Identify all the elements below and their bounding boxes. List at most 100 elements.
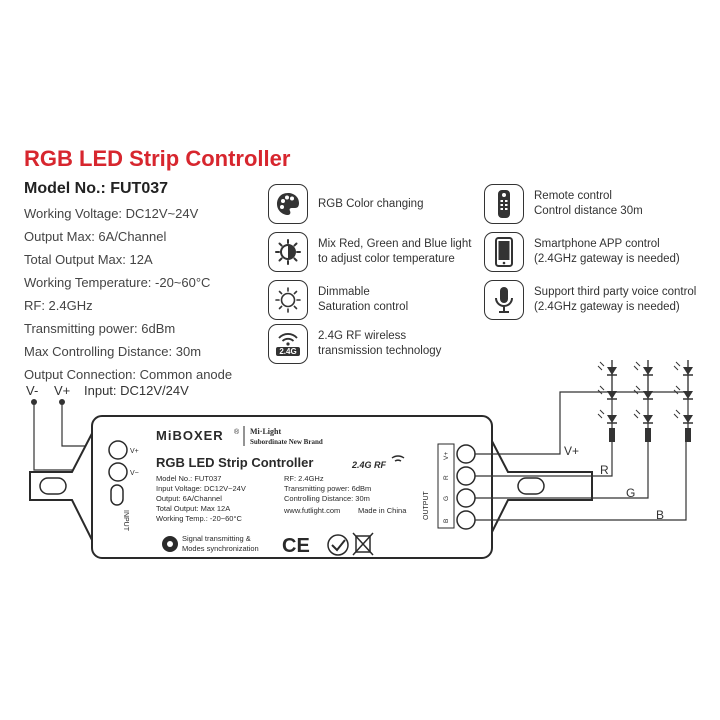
spec-line: Output Connection: Common anode bbox=[24, 367, 233, 382]
led-light-ray bbox=[675, 385, 681, 391]
b-out-wire bbox=[475, 440, 687, 521]
mount-hole-right bbox=[517, 477, 545, 495]
feature-line: (2.4GHz gateway is needed) bbox=[534, 253, 680, 265]
led-light-ray bbox=[599, 409, 605, 415]
led-light-ray bbox=[599, 385, 605, 391]
led-diode-icon bbox=[643, 391, 653, 399]
led-light-ray bbox=[673, 365, 679, 371]
feature-line: to adjust color temperature bbox=[318, 253, 455, 265]
input-terminal-vminus bbox=[108, 462, 128, 482]
feature-line: RGB Color changing bbox=[318, 197, 424, 210]
signal-note: Signal transmitting & bbox=[182, 534, 251, 543]
controller-body bbox=[91, 415, 493, 559]
feature-rf-wireless: 2.4G 2.4G RF wireless transmission techn… bbox=[268, 324, 441, 364]
r-out-wire bbox=[475, 440, 613, 477]
feature-rgb-color: RGB Color changing bbox=[268, 184, 423, 224]
page-title: RGB LED Strip Controller bbox=[24, 146, 291, 171]
feature-color-temp: Mix Red, Green and Blue light to adjust … bbox=[268, 232, 471, 272]
output-terminal-vplus bbox=[456, 444, 476, 464]
led-diode-icon bbox=[607, 415, 617, 423]
led-diode-icon bbox=[643, 415, 653, 423]
input-terminal-vplus bbox=[108, 440, 128, 460]
signal-note: Modes synchronization bbox=[182, 544, 259, 553]
device-made-in: Made in China bbox=[358, 506, 407, 515]
led-diode-icon bbox=[643, 367, 653, 375]
led-strings bbox=[597, 360, 693, 442]
model-number: Model No.: FUT037 bbox=[24, 180, 169, 197]
output-vertical-label: OUTPUT bbox=[423, 491, 430, 521]
checkmark-compliance-icon bbox=[327, 534, 349, 556]
spec-line: Total Output Max: 12A bbox=[24, 252, 153, 267]
sub-brand: Mi·Light bbox=[250, 427, 281, 436]
device-spec: Output: 6A/Channel bbox=[156, 494, 222, 503]
led-diode-icon bbox=[683, 415, 693, 423]
led-diode-icon bbox=[683, 367, 693, 375]
device-spec: Working Temp.: -20~60°C bbox=[156, 514, 242, 523]
pair-button bbox=[110, 484, 124, 506]
resistor-icon bbox=[645, 428, 651, 442]
feature-line: Support third party voice control bbox=[534, 286, 697, 298]
led-light-ray bbox=[635, 385, 641, 391]
term-label-vminus: V− bbox=[130, 470, 139, 477]
led-light-ray bbox=[675, 361, 681, 367]
ce-mark: CE bbox=[282, 535, 310, 557]
led-light-ray bbox=[635, 409, 641, 415]
device-spec: Input Voltage: DC12V~24V bbox=[156, 484, 246, 493]
output-terminal-r bbox=[456, 466, 476, 486]
mount-hole-left bbox=[39, 477, 67, 495]
microphone-icon bbox=[484, 280, 524, 320]
palette-icon bbox=[268, 184, 308, 224]
led-light-ray bbox=[599, 361, 605, 367]
wifi-2-4g-icon: 2.4G bbox=[268, 324, 308, 364]
sub-brand-tag: Subordinate New Brand bbox=[250, 438, 323, 446]
out-label-b: B bbox=[656, 508, 664, 522]
label-input-voltage: Input: DC12V/24V bbox=[84, 383, 189, 398]
feature-dimmable: Dimmable Saturation control bbox=[268, 280, 408, 320]
spec-line: Transmitting power: 6dBm bbox=[24, 321, 176, 336]
label-v-minus: V- bbox=[26, 383, 38, 398]
vplus-out-wire bbox=[475, 360, 689, 455]
input-vertical-label: INPUT bbox=[122, 510, 129, 532]
feature-line: Saturation control bbox=[318, 301, 409, 313]
led-light-ray bbox=[633, 365, 639, 371]
v-plus-terminal-dot bbox=[59, 399, 65, 405]
out-term-label: B bbox=[443, 519, 450, 523]
device-spec: Model No.: FUT037 bbox=[156, 474, 221, 483]
device-spec: RF: 2.4GHz bbox=[284, 474, 324, 483]
feature-smartphone: Smartphone APP control (2.4GHz gateway i… bbox=[484, 232, 680, 272]
remote-control-icon bbox=[484, 184, 524, 224]
led-light-ray bbox=[597, 389, 603, 395]
out-term-label: V+ bbox=[443, 452, 450, 460]
signal-sync-icon bbox=[162, 536, 178, 552]
sun-dimmer-icon bbox=[268, 280, 308, 320]
spec-line: Output Max: 6A/Channel bbox=[24, 229, 167, 244]
spec-line: Working Temperature: -20~60°C bbox=[24, 275, 211, 290]
device-website: www.futlight.com bbox=[283, 506, 340, 515]
led-light-ray bbox=[597, 413, 603, 419]
led-light-ray bbox=[597, 365, 603, 371]
feature-line: transmission technology bbox=[318, 345, 442, 357]
feature-line: Mix Red, Green and Blue light bbox=[318, 238, 472, 250]
device-rf-badge: 2.4G RF bbox=[351, 460, 387, 470]
out-label-r: R bbox=[600, 463, 609, 477]
led-diode-icon bbox=[683, 391, 693, 399]
led-light-ray bbox=[675, 409, 681, 415]
rf-badge: 2.4G bbox=[276, 347, 300, 356]
label-v-plus: V+ bbox=[54, 383, 70, 398]
feature-line: Control distance 30m bbox=[534, 205, 643, 217]
feature-voice: Support third party voice control (2.4GH… bbox=[484, 280, 696, 320]
device-name: RGB LED Strip Controller bbox=[156, 455, 313, 470]
term-label-vplus: V+ bbox=[130, 448, 139, 455]
led-light-ray bbox=[633, 413, 639, 419]
led-light-ray bbox=[673, 413, 679, 419]
resistor-icon bbox=[609, 428, 615, 442]
device-spec: Transmitting power: 6dBm bbox=[284, 484, 371, 493]
spec-line: RF: 2.4GHz bbox=[24, 298, 93, 313]
led-light-ray bbox=[673, 389, 679, 395]
resistor-icon bbox=[685, 428, 691, 442]
device-spec: Total Output: Max 12A bbox=[156, 504, 230, 513]
brand-logo: MiBOXER bbox=[156, 428, 224, 443]
feature-line: Remote control bbox=[534, 190, 612, 202]
led-diode-icon bbox=[607, 391, 617, 399]
